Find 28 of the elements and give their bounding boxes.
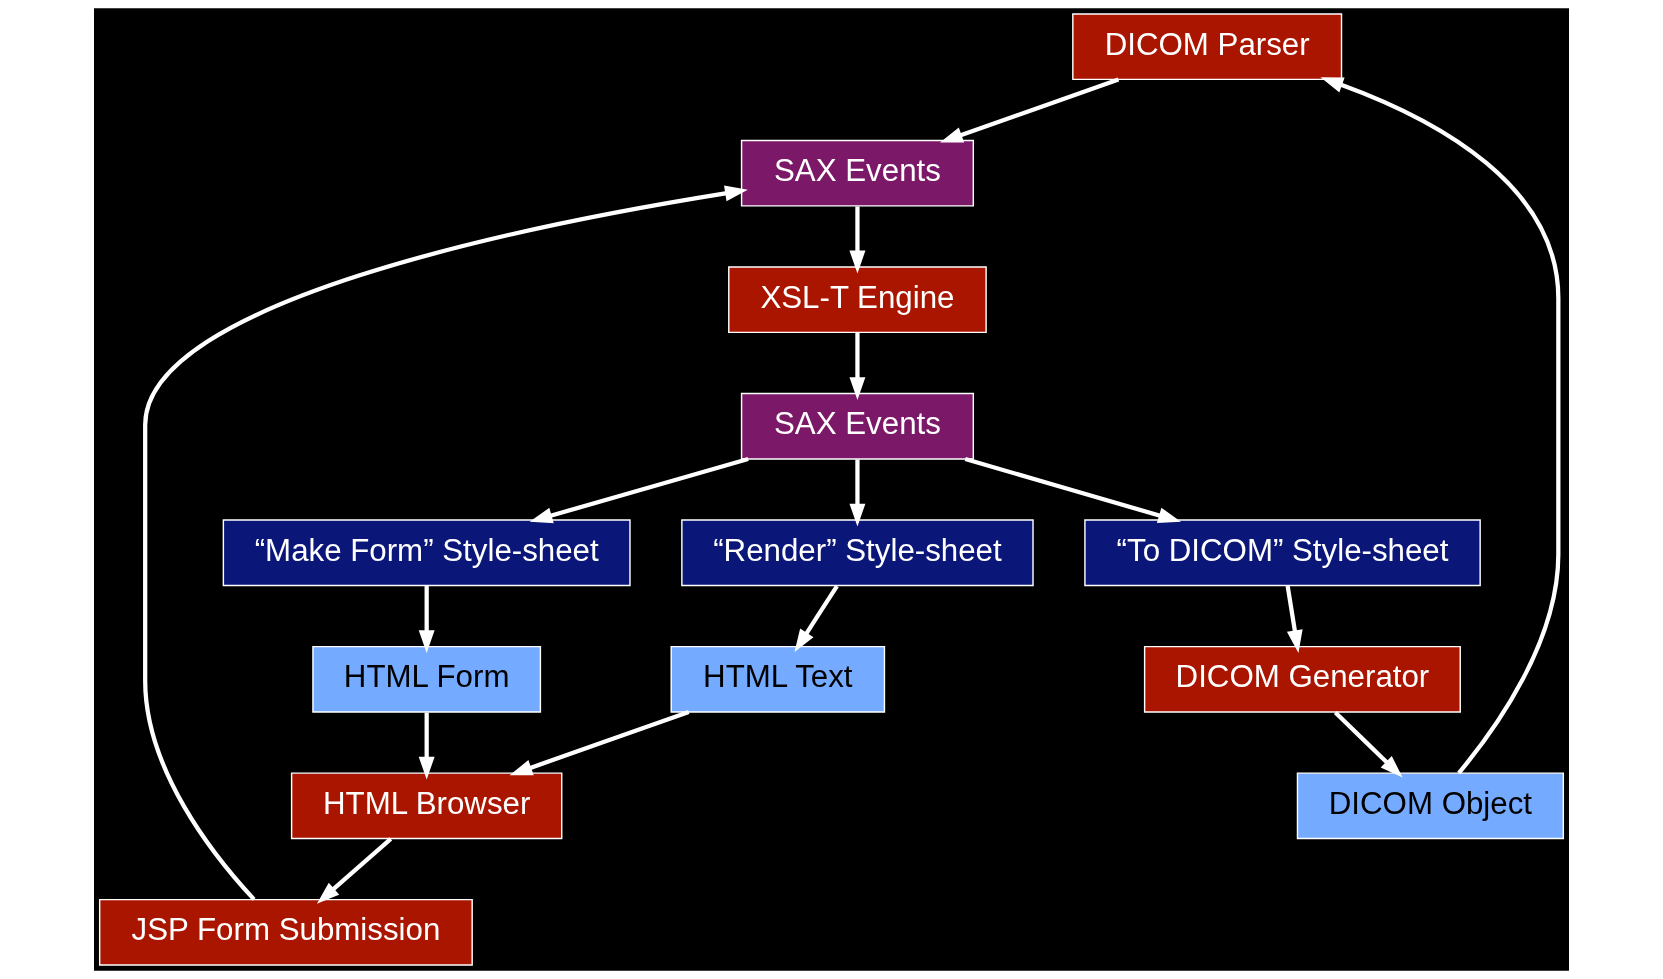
- node-box: DICOM Parser: [1072, 13, 1343, 81]
- arrow: [964, 457, 1181, 524]
- node-box: HTML Text: [670, 645, 886, 713]
- node-box: HTML Browser: [290, 772, 563, 840]
- arrow: [1320, 77, 1561, 775]
- node-box: XSL-T Engine: [728, 266, 987, 334]
- node-box: HTML Form: [312, 645, 542, 713]
- arrow: [418, 712, 435, 780]
- node-box: “Make Form” Style-sheet: [222, 519, 631, 587]
- node-box: SAX Events: [740, 139, 974, 207]
- arrow: [1333, 711, 1403, 778]
- arrow: [794, 584, 839, 652]
- arrow: [143, 185, 748, 901]
- node-box: “Render” Style-sheet: [681, 519, 1034, 587]
- node-box: DICOM Object: [1296, 772, 1564, 840]
- arrow: [849, 332, 866, 400]
- node-box: DICOM Generator: [1143, 645, 1461, 713]
- arrow: [509, 710, 690, 776]
- arrow: [939, 77, 1120, 143]
- arrow: [849, 206, 866, 274]
- node-box: SAX Events: [740, 392, 974, 460]
- arrow: [529, 456, 749, 524]
- node-box: “To DICOM” Style-sheet: [1084, 519, 1481, 587]
- arrow: [1285, 585, 1303, 653]
- arrow: [316, 837, 393, 904]
- arrow: [849, 459, 866, 527]
- arrow: [418, 586, 435, 653]
- node-box: JSP Form Submission: [99, 898, 473, 966]
